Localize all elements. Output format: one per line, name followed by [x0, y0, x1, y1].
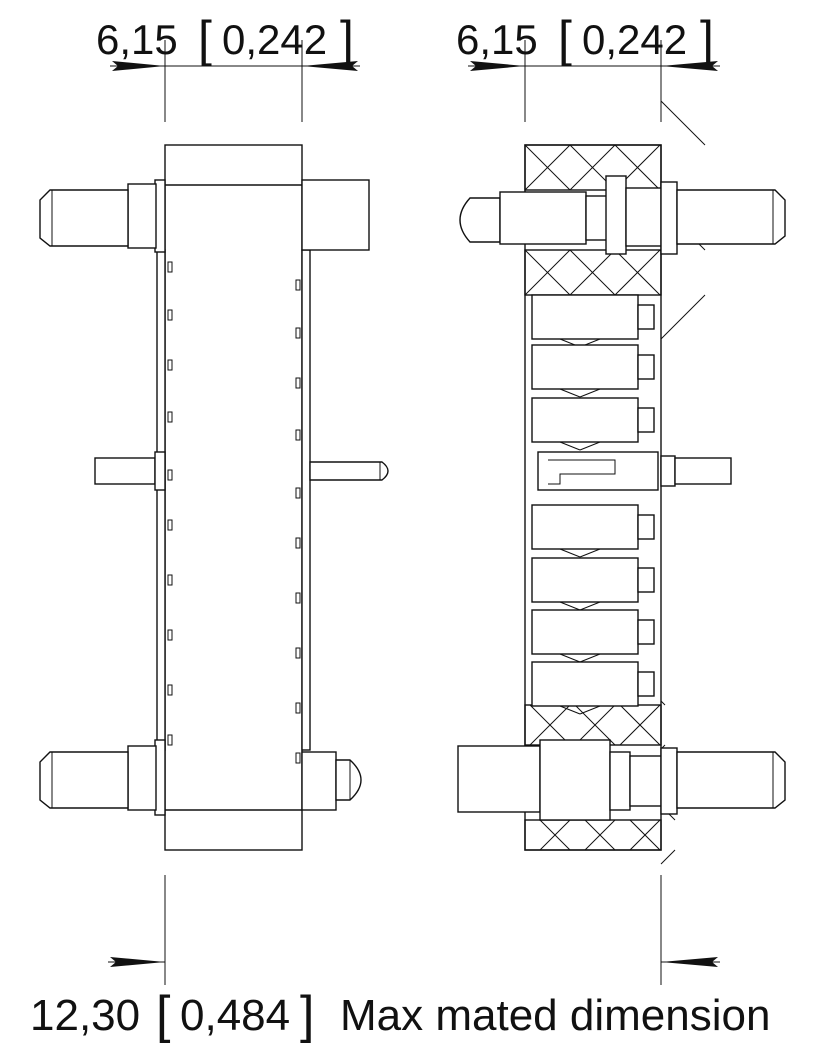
- dim-total-imperial: 0,484: [180, 991, 290, 1040]
- dim-left-bracket-close: ]: [340, 11, 354, 67]
- dim-total-bracket-open: [: [156, 986, 171, 1044]
- connector-section-view: [457, 100, 786, 865]
- dim-right-bracket-close: ]: [700, 11, 714, 67]
- dim-right-metric: 6,15: [456, 16, 538, 63]
- dim-right-imperial: 0,242: [582, 16, 687, 63]
- dimension-right-width: 6,15 [ 0,242 ]: [456, 11, 720, 122]
- dim-total-bracket-close: ]: [300, 986, 314, 1044]
- dim-left-bracket-open: [: [198, 11, 212, 67]
- dim-total-caption: Max mated dimension: [340, 991, 770, 1040]
- dim-right-bracket-open: [: [558, 11, 572, 67]
- dim-left-metric: 6,15: [96, 16, 178, 63]
- dim-left-imperial: 0,242: [222, 16, 327, 63]
- dimension-total-mated: 12,30 [ 0,484 ] Max mated dimension: [30, 875, 770, 1044]
- dimension-left-width: 6,15 [ 0,242 ]: [96, 11, 360, 122]
- connector-side-view: [39, 144, 389, 851]
- dim-total-metric: 12,30: [30, 991, 140, 1040]
